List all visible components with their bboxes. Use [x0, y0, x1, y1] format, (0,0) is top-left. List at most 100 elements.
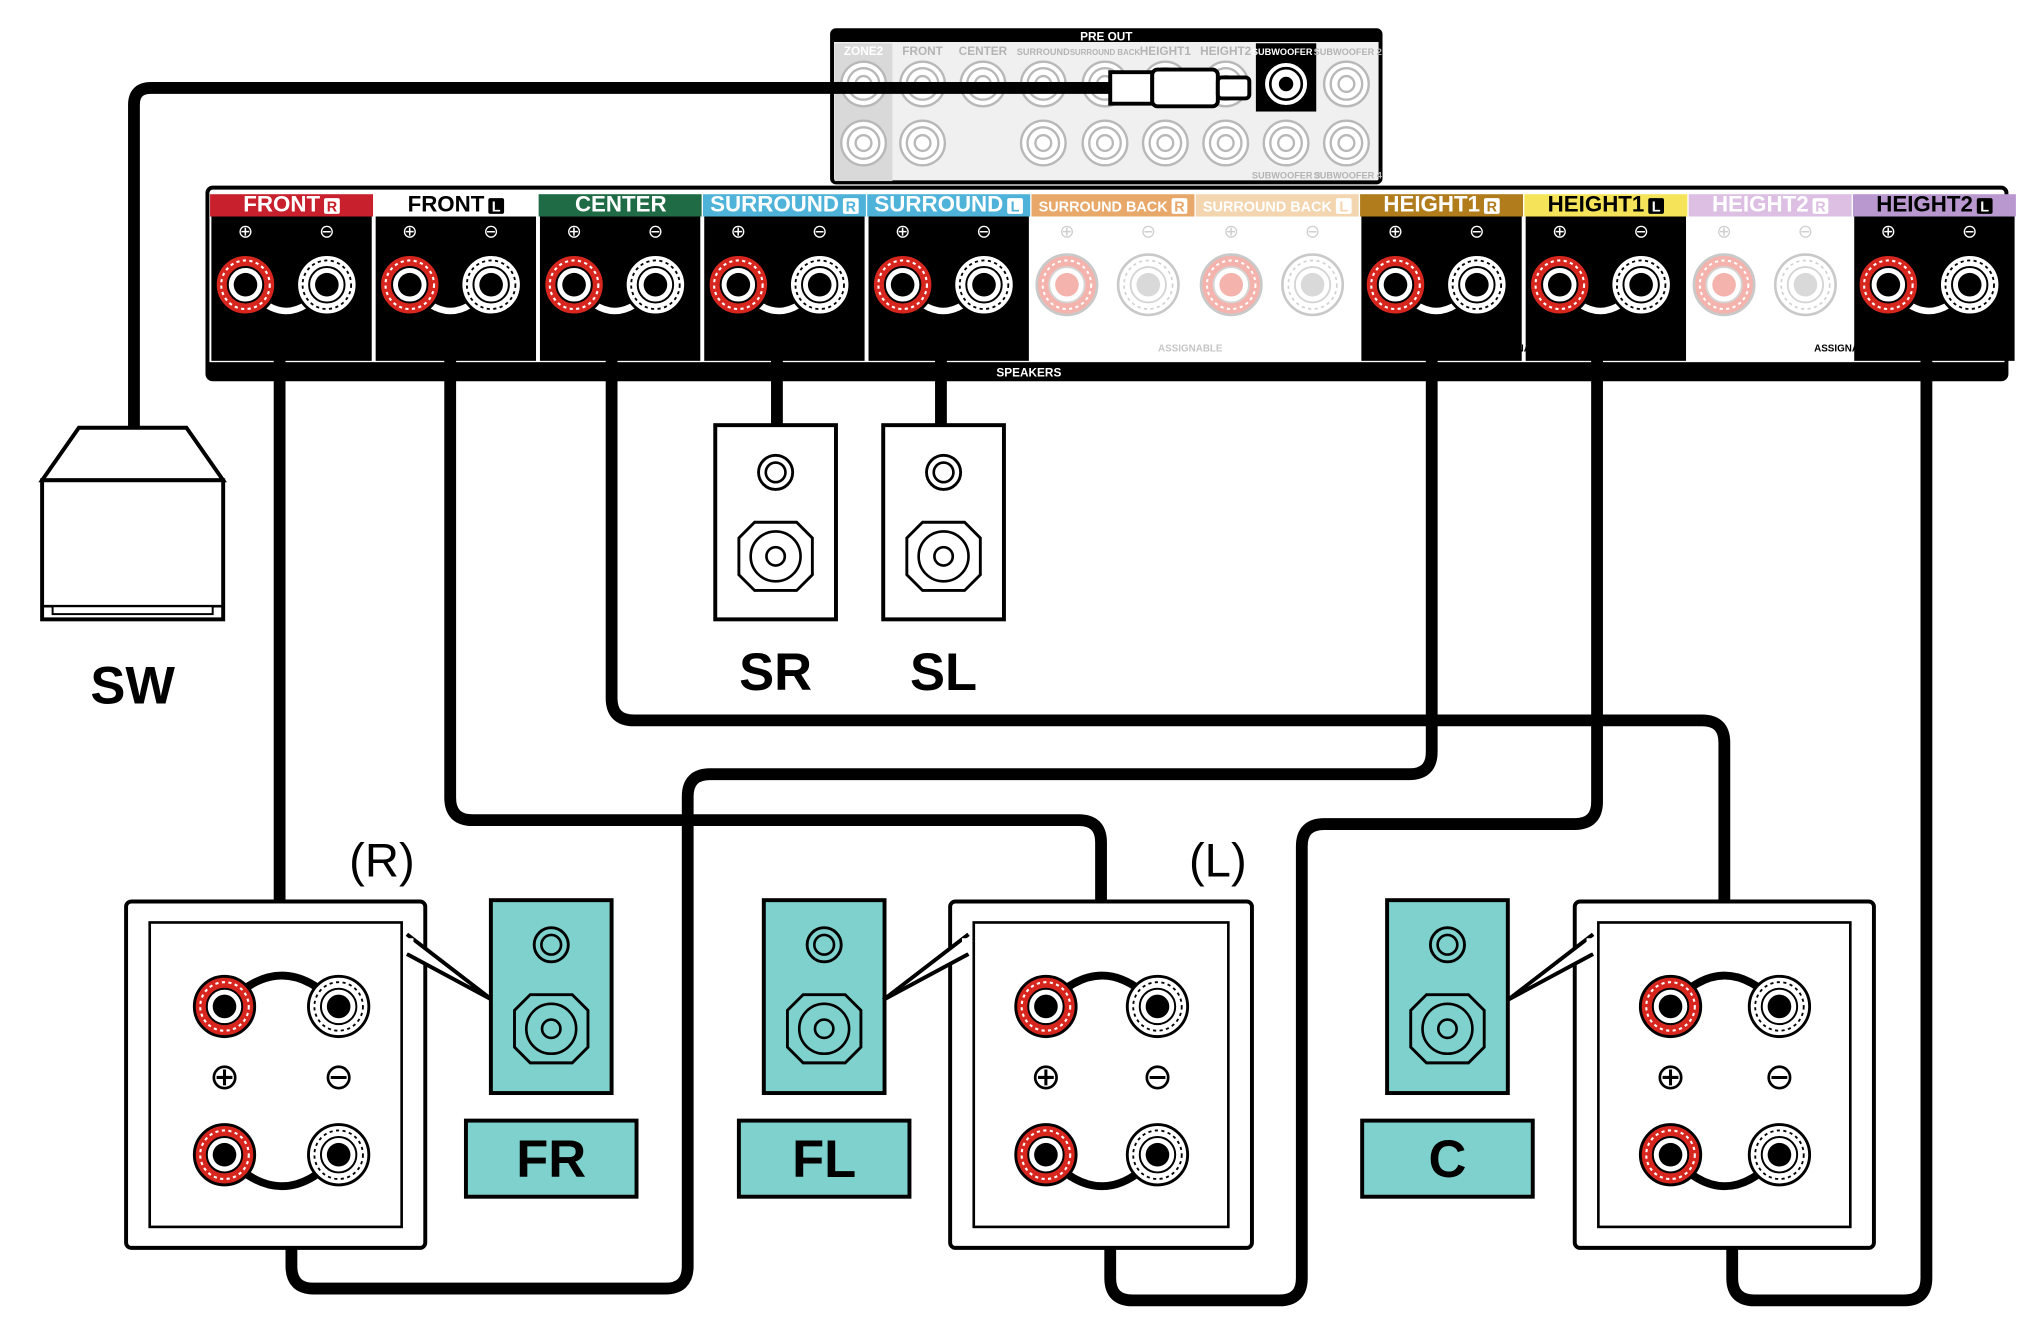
plus-terminal[interactable]: [378, 253, 442, 317]
channel-front-l: FRONT L ⊕ ⊖: [374, 191, 538, 361]
channel-side-badge: [1335, 198, 1352, 214]
speakers-panel: SPEAKERS ASSIGNABLE ASSIGNABLE ASSIGNABL…: [205, 185, 2016, 382]
fl-plus-symbol: ⊕: [1031, 1055, 1062, 1098]
channel-side-badge: [488, 198, 505, 214]
channel-color-band: [1688, 194, 1852, 217]
channel-color-band: [1360, 194, 1524, 217]
preout-label-subwoofer1: SUBWOOFER 1: [1252, 47, 1320, 57]
surround-right-label: SR: [739, 643, 812, 702]
minus-symbol: ⊖: [483, 222, 498, 243]
channel-label: FRONT: [243, 191, 320, 216]
minus-terminal[interactable]: [952, 253, 1016, 317]
minus-symbol: ⊖: [1305, 222, 1320, 243]
plus-terminal[interactable]: [542, 253, 606, 317]
subwoofer: SW: [38, 425, 227, 715]
minus-symbol: ⊖: [648, 222, 663, 243]
subwoofer-cable: [128, 67, 1252, 434]
front-right-speaker: (R) ⊕ ⊖ FR: [124, 835, 639, 1250]
minus-symbol: ⊖: [1962, 222, 1977, 243]
preout-label-height2: HEIGHT2: [1200, 44, 1252, 58]
plus-terminal[interactable]: [1363, 253, 1428, 317]
channel-color-band: [867, 194, 1031, 217]
subwoofer1-jack[interactable]: [1262, 60, 1310, 108]
c-plus-symbol: ⊕: [1655, 1055, 1686, 1098]
channel-side-letter: R: [327, 199, 338, 215]
channel-side-letter: L: [492, 199, 501, 215]
surround-left-speaker: SL: [881, 423, 1006, 702]
minus-terminal[interactable]: [1773, 253, 1837, 317]
center-label: C: [1429, 1130, 1467, 1189]
minus-terminal[interactable]: [788, 253, 852, 317]
assignable-label-3: ASSIGNABLE: [1814, 344, 1879, 355]
plus-terminal[interactable]: [213, 253, 278, 317]
minus-symbol: ⊖: [976, 222, 991, 243]
minus-terminal[interactable]: [1938, 253, 2002, 317]
plus-symbol: ⊕: [402, 222, 417, 243]
channel-label: SURROUND: [874, 191, 1003, 216]
plus-symbol: ⊕: [1388, 222, 1403, 243]
plus-symbol: ⊕: [1224, 222, 1239, 243]
assignable-label-1: ASSIGNABLE: [1158, 344, 1223, 355]
channel-color-band: [1524, 194, 1688, 217]
preout-label-subwoofer4: SUBWOOFER 4: [1314, 170, 1383, 180]
minus-symbol: ⊖: [1141, 222, 1156, 243]
surround-left-label: SL: [910, 643, 977, 702]
center-speaker: C ⊕ ⊖: [1360, 898, 1876, 1250]
plus-symbol: ⊕: [238, 222, 253, 243]
minus-terminal[interactable]: [623, 253, 688, 317]
channel-side-letter: R: [1815, 199, 1826, 215]
preout-label-zone2: ZONE2: [844, 44, 884, 58]
channel-label: HEIGHT2: [1876, 191, 1973, 216]
minus-symbol: ⊖: [1798, 222, 1813, 243]
speaker-wires: [273, 332, 1933, 1307]
channel-height2-r: HEIGHT2 R ⊕ ⊖: [1688, 191, 1852, 317]
plus-terminal[interactable]: [1856, 253, 1920, 317]
channel-label: HEIGHT2: [1712, 191, 1809, 216]
front-left-label: FL: [792, 1130, 856, 1189]
plus-symbol: ⊕: [1716, 222, 1731, 243]
subwoofer-label: SW: [90, 656, 175, 715]
preout-title: PRE OUT: [1080, 30, 1133, 44]
minus-terminal[interactable]: [1281, 253, 1345, 317]
plus-terminal[interactable]: [1035, 253, 1099, 317]
minus-terminal[interactable]: [1445, 253, 1509, 317]
plus-terminal[interactable]: [871, 253, 935, 317]
minus-terminal[interactable]: [459, 253, 523, 317]
minus-symbol: ⊖: [812, 222, 827, 243]
channel-side-letter: L: [1011, 199, 1020, 215]
preout-label-subwoofer3: SUBWOOFER 3: [1252, 170, 1320, 180]
channel-label: FRONT: [408, 191, 485, 216]
channel-side-letter: R: [1174, 199, 1185, 215]
channel-side-letter: L: [1339, 199, 1348, 215]
channel-side-letter: R: [846, 199, 857, 215]
channel-side-badge: [1483, 198, 1500, 214]
minus-terminal[interactable]: [295, 253, 359, 317]
channel-label: SURROUND BACK: [1039, 199, 1169, 215]
minus-symbol: ⊖: [319, 222, 334, 243]
plus-symbol: ⊕: [1881, 222, 1896, 243]
c-minus-symbol: ⊖: [1764, 1055, 1795, 1098]
plus-terminal[interactable]: [1528, 253, 1592, 317]
channel-side-letter: L: [1652, 199, 1661, 215]
preout-label-front: FRONT: [902, 44, 943, 58]
left-marker: (L): [1189, 835, 1247, 888]
channel-color-band: [1195, 194, 1359, 217]
front-right-label: FR: [516, 1130, 586, 1189]
plus-terminal[interactable]: [1692, 253, 1756, 317]
plus-terminal[interactable]: [1199, 253, 1263, 317]
plus-terminal[interactable]: [706, 253, 770, 317]
minus-terminal[interactable]: [1116, 253, 1180, 317]
channel-label: SURROUND: [710, 191, 839, 216]
fl-minus-symbol: ⊖: [1142, 1055, 1173, 1098]
channel-label: CENTER: [575, 191, 667, 216]
preout-label-height1: HEIGHT1: [1140, 44, 1192, 58]
channel-side-badge: [1007, 198, 1023, 214]
preout-label-surround-back: SURROUND BACK: [1070, 48, 1141, 57]
preout-label-subwoofer2: SUBWOOFER 2: [1314, 47, 1382, 57]
plus-symbol: ⊕: [731, 222, 746, 243]
channel-front-r: FRONT R ⊕ ⊖: [210, 191, 374, 361]
minus-terminal[interactable]: [1609, 253, 1673, 317]
